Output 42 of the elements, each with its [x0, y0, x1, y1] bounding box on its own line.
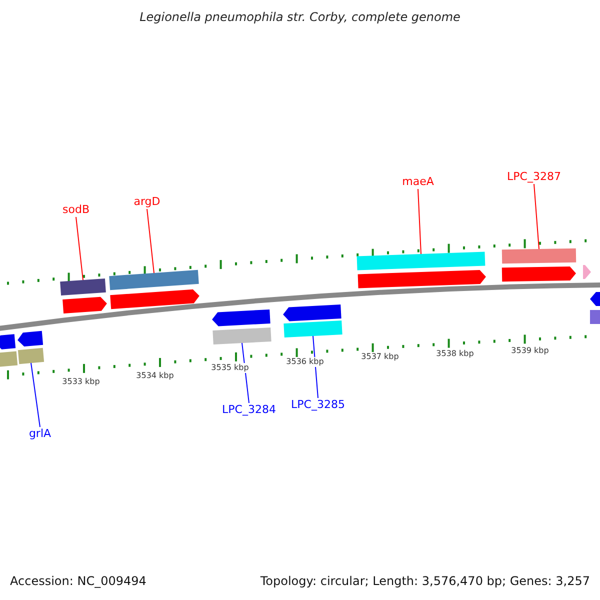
gene-bar — [356, 252, 486, 270]
gene-feature — [502, 266, 576, 282]
gene-bar — [212, 328, 272, 344]
gene-bar — [18, 348, 44, 364]
gene-feature — [590, 292, 600, 306]
gene-bar — [0, 351, 18, 367]
leader-line — [146, 208, 154, 274]
gene-bar — [60, 278, 106, 296]
leader-line — [76, 216, 84, 280]
scale-label: 3533 kbp — [61, 377, 101, 387]
gene-label: argD — [134, 195, 160, 209]
gene-label: grlA — [28, 427, 52, 441]
scale-label: 3535 kbp — [210, 363, 250, 373]
gene-feature — [283, 304, 342, 322]
gene-feature — [358, 270, 486, 288]
gene-feature — [212, 310, 270, 326]
gene-bar — [502, 248, 576, 264]
gene-feature — [62, 296, 107, 314]
scale-label: 3536 kbp — [285, 357, 325, 367]
gene-label: maeA — [402, 175, 434, 189]
leader-line — [418, 188, 422, 254]
scale-label: 3534 kbp — [135, 371, 175, 381]
gene-label: sodB — [62, 203, 90, 217]
leader-line — [30, 362, 40, 428]
map-title: Legionella pneumophila str. Corby, complete genome — [140, 10, 460, 24]
gene-feature — [110, 289, 200, 310]
gene-label: LPC_3287 — [507, 170, 561, 184]
gene-label: LPC_3285 — [291, 398, 345, 412]
footer-text: Accession: NC_009494 — [10, 574, 146, 588]
leader-line — [312, 336, 318, 398]
gene-bar — [109, 270, 199, 290]
gene-label: LPC_3284 — [222, 403, 276, 417]
leader-line — [534, 184, 540, 250]
footer-text: Topology: circular; Length: 3,576,470 bp; Genes: 3,257 — [260, 574, 590, 588]
gene-bar — [590, 310, 600, 324]
gene-feature — [583, 265, 591, 279]
gene-feature — [18, 330, 44, 347]
scale-label: 3539 kbp — [510, 346, 550, 356]
gene-bar — [284, 320, 342, 338]
scale-label: 3538 kbp — [435, 349, 475, 359]
scale-label: 3537 kbp — [360, 352, 400, 362]
gene-feature — [0, 334, 16, 350]
